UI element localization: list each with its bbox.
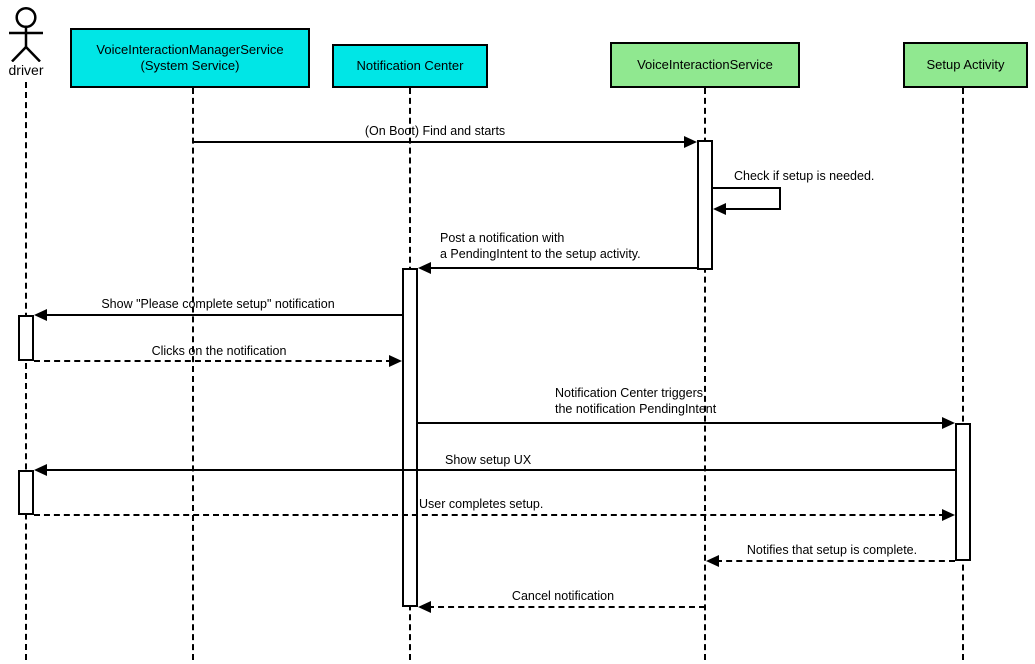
message-line-cancel-notification xyxy=(428,606,705,608)
arrowhead-icon xyxy=(34,309,47,321)
arrowhead-icon xyxy=(684,136,697,148)
message-line-show-setup-ux xyxy=(44,469,955,471)
arrowhead-icon xyxy=(34,464,47,476)
message-label-line: Cancel notification xyxy=(511,589,615,603)
activation-bar-driver-2 xyxy=(18,315,34,361)
message-line-on-boot-find-and-starts xyxy=(194,141,687,143)
message-label-user-completes-setup: User completes setup. xyxy=(419,496,543,512)
message-label-line: Show "Please complete setup" notificatio… xyxy=(101,297,335,311)
message-label-show-setup-ux: Show setup UX xyxy=(445,452,531,468)
message-line-clicks-on-the-notification xyxy=(34,360,392,362)
message-label-cancel-notification: Cancel notification xyxy=(512,588,614,604)
participant-voice-interaction-manager-service: VoiceInteractionManagerService(System Se… xyxy=(70,28,310,88)
activation-bar-voice-interaction-service-0 xyxy=(697,140,713,270)
message-line-check-if-setup-is-needed-back xyxy=(723,208,781,210)
message-label-post-notification-with-pendingintent: Post a notification with a PendingIntent … xyxy=(440,230,641,262)
message-line-check-if-setup-is-needed xyxy=(713,187,781,189)
arrowhead-icon xyxy=(713,203,726,215)
actor-icon xyxy=(9,6,43,63)
message-label-line: Show setup UX xyxy=(445,453,532,467)
participant-label-line: VoiceInteractionManagerService xyxy=(96,42,284,57)
message-line-check-if-setup-is-needed-return xyxy=(779,188,781,209)
message-label-show-please-complete-setup-notification: Show "Please complete setup" notificatio… xyxy=(101,296,334,312)
participant-setup-activity: Setup Activity xyxy=(903,42,1028,88)
message-label-line: User completes setup. xyxy=(419,497,544,511)
participant-label-line: (System Service) xyxy=(140,58,240,73)
message-label-notifies-that-setup-is-complete: Notifies that setup is complete. xyxy=(747,542,917,558)
lifeline-voice-interaction-manager-service xyxy=(192,88,194,660)
message-label-line: the notification PendingIntent xyxy=(555,402,717,416)
message-label-line: Notifies that setup is complete. xyxy=(746,543,918,557)
arrowhead-icon xyxy=(942,417,955,429)
message-line-notification-center-triggers-pendingintent xyxy=(418,422,945,424)
message-label-on-boot-find-and-starts: (On Boot) Find and starts xyxy=(365,123,505,139)
activation-bar-notification-center-1 xyxy=(402,268,418,607)
message-label-check-if-setup-is-needed: Check if setup is needed. xyxy=(734,168,874,184)
message-line-post-notification-with-pendingintent xyxy=(428,267,697,269)
message-label-line: Clicks on the notification xyxy=(151,344,287,358)
participant-notification-center: Notification Center xyxy=(332,44,488,88)
lifeline-voice-interaction-service xyxy=(704,88,706,660)
participant-label-driver: driver xyxy=(8,62,44,78)
message-label-clicks-on-the-notification: Clicks on the notification xyxy=(152,343,287,359)
message-label-notification-center-triggers-pendingintent: Notification Center triggers the notifica… xyxy=(555,385,716,417)
participant-voice-interaction-service: VoiceInteractionService xyxy=(610,42,800,88)
participant-driver xyxy=(2,4,50,63)
arrowhead-icon xyxy=(942,509,955,521)
message-line-show-please-complete-setup-notification xyxy=(44,314,402,316)
lifeline-driver xyxy=(25,82,27,660)
message-label-line: a PendingIntent to the setup activity. xyxy=(440,247,641,261)
message-label-line: Notification Center triggers xyxy=(555,386,703,400)
arrowhead-icon xyxy=(418,601,431,613)
participant-label-line: VoiceInteractionService xyxy=(637,57,773,72)
arrowhead-icon xyxy=(418,262,431,274)
arrowhead-icon xyxy=(389,355,402,367)
lifeline-setup-activity xyxy=(962,88,964,660)
activation-bar-setup-activity-3 xyxy=(955,423,971,561)
message-line-user-completes-setup xyxy=(34,514,945,516)
message-line-notifies-that-setup-is-complete xyxy=(716,560,955,562)
message-label-line: Post a notification with xyxy=(440,231,565,245)
message-label-line: (On Boot) Find and starts xyxy=(364,124,506,138)
activation-bar-driver-4 xyxy=(18,470,34,515)
message-label-line: Check if setup is needed. xyxy=(734,169,875,183)
participant-label-line: Setup Activity xyxy=(926,57,1005,72)
arrowhead-icon xyxy=(706,555,719,567)
participant-label-line: Notification Center xyxy=(356,58,464,73)
